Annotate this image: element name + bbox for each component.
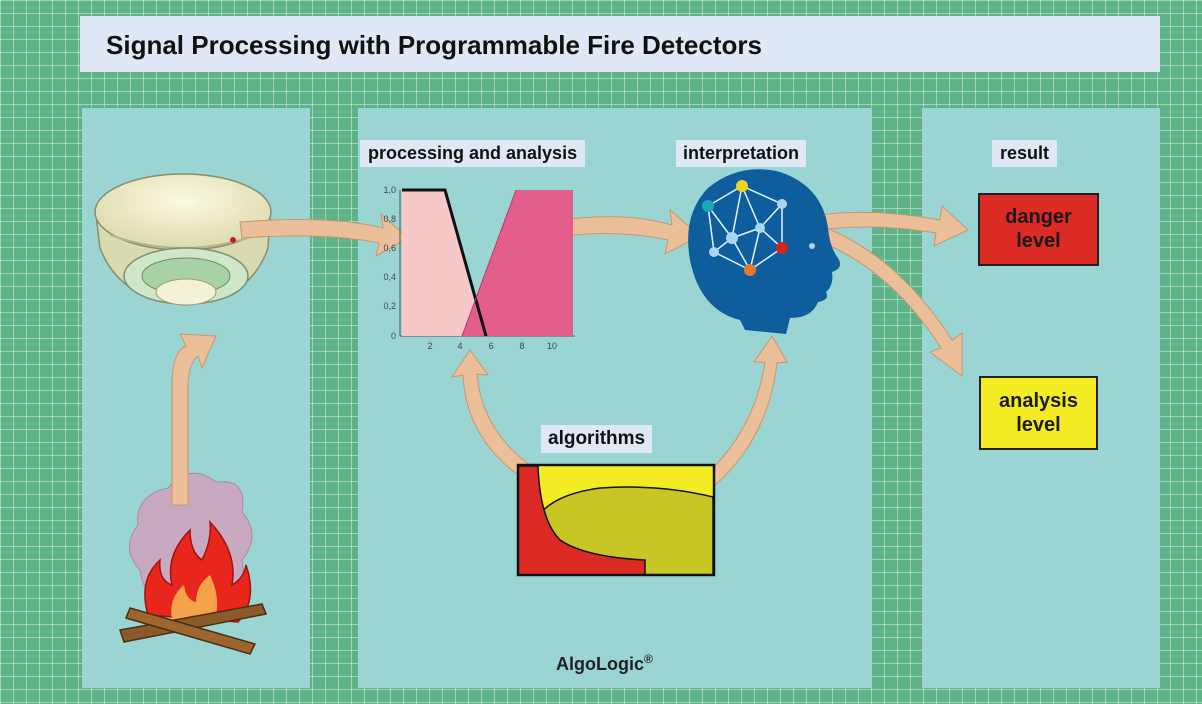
smoke-detector-icon: [94, 173, 272, 306]
membership-chart: 1,0 0,8 0,6 0,4 0,2 0 2 4 6 8 10: [383, 185, 575, 351]
brand-name: AlgoLogic: [556, 654, 644, 674]
y-tick: 0: [391, 331, 396, 341]
label-algorithms: algorithms: [541, 425, 653, 453]
label-interpretation: interpretation: [676, 140, 807, 167]
arrow-head-to-analysis: [815, 225, 963, 377]
registered-mark: ®: [644, 652, 653, 666]
analysis-text-line1: analysis: [999, 390, 1078, 412]
x-tick: 4: [457, 341, 462, 351]
arrow-algorithms-to-chart: [450, 349, 535, 481]
diagram-title: Signal Processing with Programmable Fire…: [80, 16, 1160, 72]
brand-label: AlgoLogic®: [556, 652, 653, 675]
y-tick: 0,2: [383, 301, 396, 311]
x-tick: 8: [519, 341, 524, 351]
danger-level-box: danger level: [978, 193, 1099, 266]
arrow-fire-to-detector: [171, 333, 217, 506]
algorithms-graphic: [516, 463, 716, 577]
y-tick: 1,0: [383, 185, 396, 195]
y-tick: 0,8: [383, 214, 396, 224]
x-tick: 2: [427, 341, 432, 351]
analysis-level-box: analysis level: [979, 376, 1098, 450]
analysis-text-line2: level: [1016, 414, 1061, 436]
brain-head-icon: [688, 169, 840, 334]
x-tick: 6: [488, 341, 493, 351]
danger-text-line2: level: [1016, 230, 1061, 252]
danger-text-line1: danger: [1005, 206, 1072, 228]
arrow-algorithms-to-head: [702, 335, 788, 489]
x-tick: 10: [547, 341, 557, 351]
y-tick: 0,6: [383, 243, 396, 253]
y-tick: 0,4: [383, 272, 396, 282]
label-result: result: [992, 140, 1058, 167]
label-processing: processing and analysis: [360, 140, 586, 167]
arrow-head-to-danger: [811, 204, 969, 247]
fire-icon: [119, 472, 268, 655]
